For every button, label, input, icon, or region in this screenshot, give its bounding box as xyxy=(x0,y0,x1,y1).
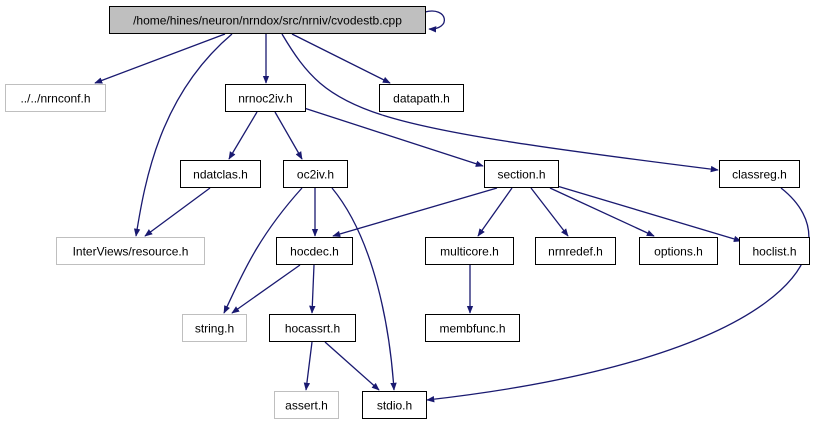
node-nrnoc2iv[interactable]: nrnoc2iv.h xyxy=(225,84,306,112)
node-box-membfunc xyxy=(425,314,520,342)
node-box-resource xyxy=(56,237,205,265)
edge-nrnoc2iv-to-ndatclas xyxy=(228,111,258,160)
edge-section-to-nrnredef xyxy=(530,187,569,237)
edge-nrnoc2iv-to-oc2iv xyxy=(274,111,303,160)
node-label-nrnredef: nrnredef.h xyxy=(548,245,603,259)
node-label-stdio: stdio.h xyxy=(377,399,412,413)
node-oc2iv[interactable]: oc2iv.h xyxy=(283,160,348,188)
node-stdio[interactable]: stdio.h xyxy=(362,391,427,419)
node-box-hocassrt xyxy=(269,314,356,342)
edge-section-to-hoclist xyxy=(556,185,742,243)
edge-root-to-resource xyxy=(133,33,233,237)
node-label-multicore: multicore.h xyxy=(440,245,499,259)
node-box-classreg xyxy=(719,160,800,188)
node-datapath[interactable]: datapath.h xyxy=(379,84,464,112)
edge-nrnoc2iv-to-section xyxy=(303,107,484,167)
node-assert: assert.h xyxy=(274,391,339,419)
edge-section-to-options xyxy=(549,187,655,237)
node-label-root: /home/hines/neuron/nrndox/src/nrniv/cvod… xyxy=(133,14,402,28)
node-box-stdio xyxy=(362,391,427,419)
node-box-datapath xyxy=(379,84,464,112)
node-box-ndatclas xyxy=(180,160,261,188)
edge-hocdec-to-string xyxy=(231,264,301,314)
node-box-oc2iv xyxy=(283,160,348,188)
node-hocdec[interactable]: hocdec.h xyxy=(276,237,353,265)
node-label-string: string.h xyxy=(195,322,234,336)
node-resource: InterViews/resource.h xyxy=(56,237,205,265)
node-classreg[interactable]: classreg.h xyxy=(719,160,800,188)
edge-section-to-hocdec xyxy=(332,187,498,238)
node-label-options: options.h xyxy=(654,245,703,259)
node-label-ndatclas: ndatclas.h xyxy=(193,168,248,182)
edge-oc2iv-to-stdio xyxy=(331,187,397,391)
node-box-multicore xyxy=(425,237,514,265)
node-nrnconf: ../../nrnconf.h xyxy=(5,84,106,112)
node-box-nrnconf xyxy=(5,84,106,112)
node-box-hocdec xyxy=(276,237,353,265)
node-box-assert xyxy=(274,391,339,419)
node-options[interactable]: options.h xyxy=(639,237,718,265)
node-membfunc[interactable]: membfunc.h xyxy=(425,314,520,342)
node-hoclist[interactable]: hoclist.h xyxy=(739,237,810,265)
edge-root-to-nrnconf xyxy=(94,33,226,84)
edge-root-to-root xyxy=(424,10,446,33)
node-label-datapath: datapath.h xyxy=(393,92,450,106)
node-box-nrnredef xyxy=(535,237,616,265)
edge-ndatclas-to-resource xyxy=(144,187,211,237)
node-label-nrnconf: ../../nrnconf.h xyxy=(20,92,90,106)
edge-root-to-datapath xyxy=(291,33,391,84)
node-hocassrt[interactable]: hocassrt.h xyxy=(269,314,356,342)
node-label-hocdec: hocdec.h xyxy=(290,245,339,259)
node-box-nrnoc2iv xyxy=(225,84,306,112)
node-string: string.h xyxy=(182,314,247,342)
node-label-hoclist: hoclist.h xyxy=(752,245,796,259)
node-box-section xyxy=(484,160,559,188)
node-multicore[interactable]: multicore.h xyxy=(425,237,514,265)
node-label-nrnoc2iv: nrnoc2iv.h xyxy=(238,92,292,106)
edge-hocassrt-to-assert xyxy=(303,341,313,391)
node-box-root xyxy=(109,6,426,34)
node-section[interactable]: section.h xyxy=(484,160,559,188)
edge-classreg-to-stdio xyxy=(426,187,810,403)
node-ndatclas[interactable]: ndatclas.h xyxy=(180,160,261,188)
node-label-assert: assert.h xyxy=(285,399,328,413)
node-label-section: section.h xyxy=(497,168,545,182)
node-label-resource: InterViews/resource.h xyxy=(73,245,189,259)
node-box-hoclist xyxy=(739,237,810,265)
node-label-hocassrt: hocassrt.h xyxy=(285,322,340,336)
node-box-options xyxy=(639,237,718,265)
node-label-classreg: classreg.h xyxy=(732,168,787,182)
edge-oc2iv-to-string xyxy=(223,187,303,314)
edges-layer xyxy=(94,10,810,403)
node-label-oc2iv: oc2iv.h xyxy=(297,168,334,182)
edge-root-to-classreg xyxy=(281,33,719,173)
edge-section-to-multicore xyxy=(477,187,513,237)
node-nrnredef[interactable]: nrnredef.h xyxy=(535,237,616,265)
node-box-string xyxy=(182,314,247,342)
node-root[interactable]: /home/hines/neuron/nrndox/src/nrniv/cvod… xyxy=(109,6,426,34)
node-label-membfunc: membfunc.h xyxy=(439,322,505,336)
edge-hocdec-to-hocassrt xyxy=(309,264,316,314)
nodes-layer: /home/hines/neuron/nrndox/src/nrniv/cvod… xyxy=(5,6,810,419)
edge-hocassrt-to-stdio xyxy=(324,341,380,391)
